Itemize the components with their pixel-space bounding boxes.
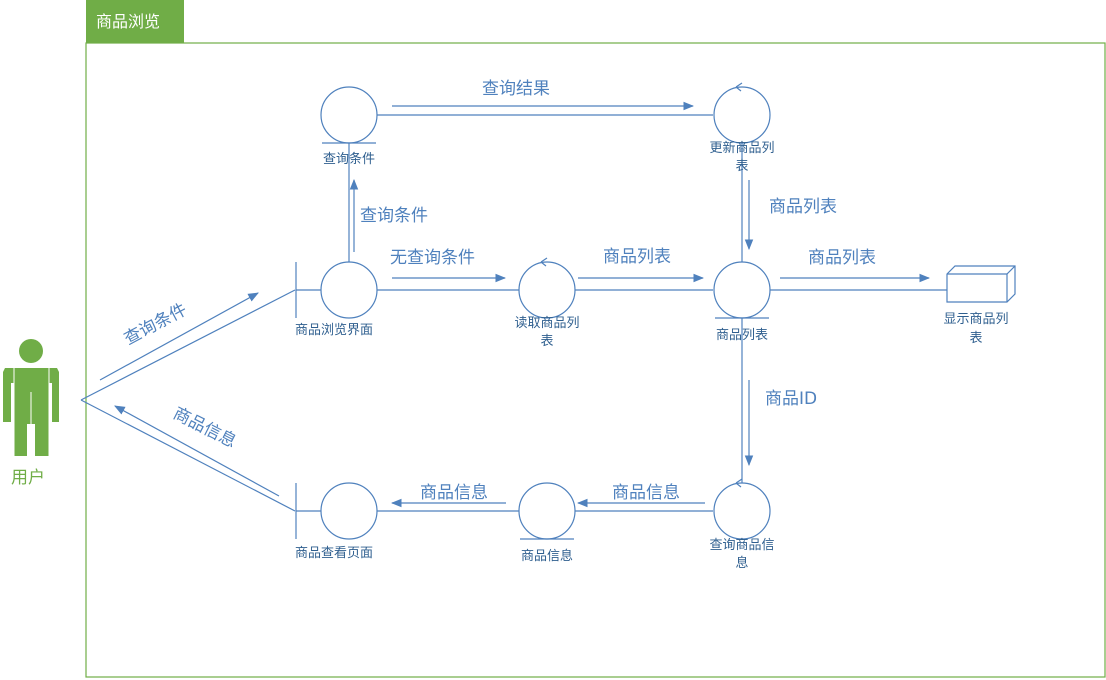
node-product-info: 商品信息 — [518, 482, 576, 564]
actor-query-label: 查询条件 — [121, 300, 190, 350]
node-query-condition: 查询条件 — [320, 86, 378, 167]
node-label-line2: 息 — [735, 555, 748, 571]
node-update-list: 更新商品列 表 — [709, 82, 775, 174]
actor-links: 查询条件 商品信息 — [80, 289, 296, 512]
node-label-line2: 表 — [969, 331, 982, 346]
list-update-down-label: 商品列表 — [769, 197, 837, 217]
entity-circle — [320, 86, 378, 144]
node-display-list: 显示商品列 表 — [943, 265, 1016, 346]
list-read-to-list-label: 商品列表 — [603, 247, 671, 267]
message-arrows — [349, 101, 931, 508]
actor-label: 用户 — [11, 468, 45, 488]
info-query-to-info-label: 商品信息 — [612, 483, 680, 503]
actor-user: 用户 — [3, 339, 59, 488]
control-circle — [518, 261, 576, 319]
entity-circle — [713, 261, 771, 319]
message-labels: 查询结果 查询条件 无查询条件 商品列表 商品列表 商品列表 商品ID 商品信息… — [360, 79, 876, 503]
boundary-circle — [320, 482, 378, 540]
boundary-circle — [320, 261, 378, 319]
node-label-line1: 更新商品列 — [709, 140, 774, 156]
actor-query-arrow — [99, 292, 259, 381]
node-label-line2: 表 — [540, 334, 553, 349]
node-label: 商品列表 — [716, 328, 768, 343]
node-label: 商品信息 — [521, 548, 573, 564]
frame-title: 商品浏览 — [96, 12, 160, 31]
node-browse-page: 商品浏览界面 — [295, 261, 378, 338]
node-label-line1: 查询商品信 — [709, 538, 774, 553]
node-label: 查询条件 — [323, 151, 375, 167]
info-to-view-label: 商品信息 — [420, 483, 488, 503]
frame-border — [85, 42, 1106, 678]
node-read-list: 读取商品列 表 — [514, 257, 580, 349]
actor-info-arrow — [114, 405, 280, 497]
control-circle — [713, 86, 771, 144]
control-circle — [713, 482, 771, 540]
node-label: 商品浏览界面 — [295, 322, 373, 338]
node-product-list: 商品列表 — [713, 261, 771, 343]
query-condition-up-label: 查询条件 — [360, 206, 428, 226]
frame-title-tab — [86, 0, 184, 43]
query-result-label: 查询结果 — [482, 79, 550, 99]
actor-info-label: 商品信息 — [170, 404, 240, 453]
node-links — [348, 114, 947, 512]
actor-head — [19, 339, 43, 363]
node-label-line1: 读取商品列 — [514, 316, 579, 331]
node-label: 商品查看页面 — [295, 545, 373, 561]
node-label-line2: 表 — [735, 159, 748, 174]
node-view-page: 商品查看页面 — [295, 482, 378, 561]
entity-circle — [518, 482, 576, 540]
product-id-label: 商品ID — [765, 389, 817, 409]
node-query-info: 查询商品信 息 — [709, 478, 775, 571]
list-to-display-label: 商品列表 — [808, 248, 876, 268]
node-label-line1: 显示商品列 — [943, 312, 1008, 327]
no-query-condition-label: 无查询条件 — [390, 248, 475, 268]
frame: 商品浏览 — [85, 0, 1106, 678]
